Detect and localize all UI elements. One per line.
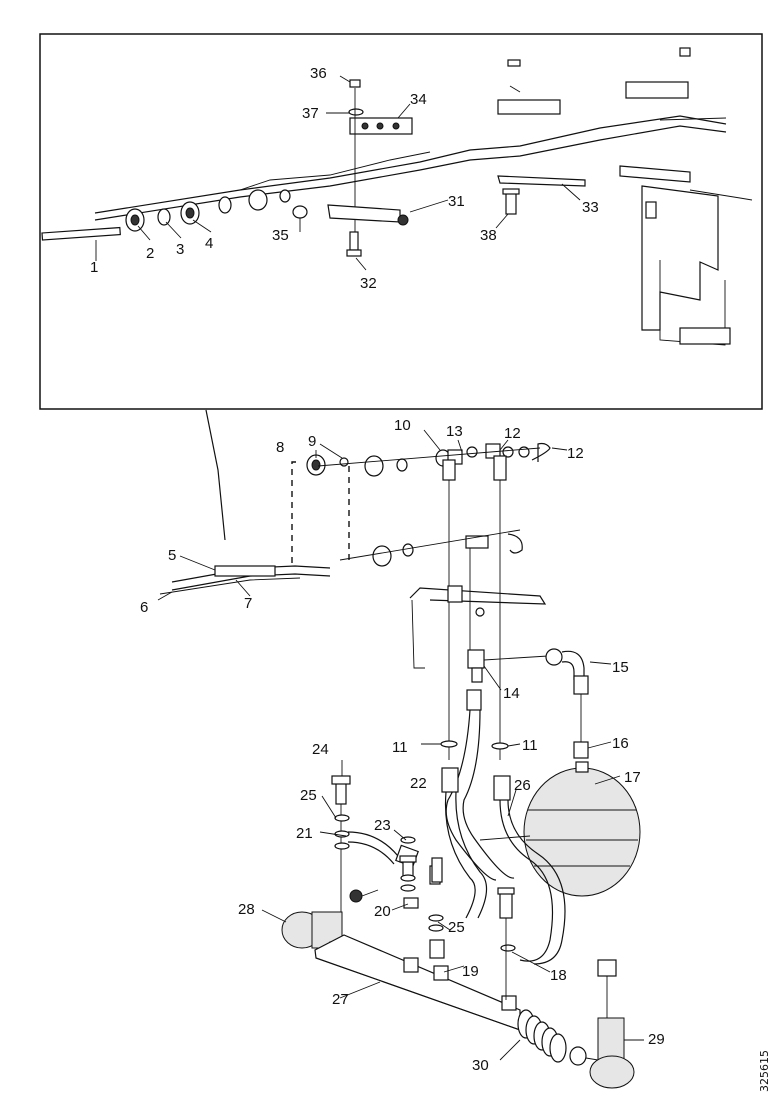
part-2-nut: [125, 208, 145, 232]
part-37-washer: [348, 108, 364, 116]
middle-fittings-row: [339, 529, 523, 567]
callout-14: 14: [503, 685, 520, 702]
part-24-bolt: [331, 775, 351, 930]
callout-28: 28: [238, 901, 255, 918]
upper-fittings-row: [306, 442, 551, 477]
callout-22: 22: [410, 775, 427, 792]
vertical-brake-lines: [442, 455, 507, 760]
callout-4: 4: [205, 235, 213, 252]
part-18-bolt: [497, 887, 515, 1000]
callout-3: 3: [176, 241, 184, 258]
callout-33: 33: [582, 199, 599, 216]
dashed-linkage: [291, 461, 296, 568]
part-25-washers: [334, 814, 516, 952]
part-1-shaft: [41, 226, 121, 241]
callout-23: 23: [374, 817, 391, 834]
callout-11b: 11: [522, 737, 538, 754]
part-32-bolt: [346, 231, 362, 257]
callout-24: 24: [312, 741, 329, 758]
part-30-bellows: [517, 1009, 587, 1066]
callout-38: 38: [480, 227, 497, 244]
callout-35: 35: [272, 227, 289, 244]
callout-8: 8: [276, 439, 284, 456]
frame-rail: [94, 115, 727, 221]
callout-1: 1: [90, 259, 98, 276]
part-15-elbow-pipe: [545, 648, 589, 742]
inset-leader-lines: [95, 75, 581, 271]
callout-15: 15: [612, 659, 629, 676]
callout-18: 18: [550, 967, 567, 984]
inset-pointer: [205, 409, 226, 541]
part-35-clip: [292, 204, 409, 226]
part-17-air-tank: [523, 761, 641, 897]
detail-inset-panel: 1 2 3 4 31 32 33 34 35 36 37 38: [39, 33, 763, 410]
callout-20: 20: [374, 903, 391, 920]
part-19-bolt: [431, 857, 443, 883]
callout-6: 6: [140, 599, 148, 616]
callout-26: 26: [514, 777, 531, 794]
part-14-tee-fitting: [467, 649, 549, 683]
callout-31: 31: [448, 193, 465, 210]
callout-25b: 25: [448, 919, 465, 936]
part-16-fitting: [573, 741, 589, 759]
brake-hoses: [441, 689, 566, 965]
callout-37: 37: [302, 105, 319, 122]
part-34-bracket: [349, 117, 413, 135]
callout-2: 2: [146, 245, 154, 262]
callout-16: 16: [612, 735, 629, 752]
callout-12b: 12: [567, 445, 584, 462]
mounting-frame: [619, 165, 753, 346]
callout-9: 9: [308, 433, 316, 450]
callout-27: 27: [332, 991, 349, 1008]
callout-5: 5: [168, 547, 176, 564]
part-27-axle-beam: [314, 934, 521, 1031]
callout-32: 32: [360, 275, 377, 292]
figure-reference-number: 325615: [758, 1050, 771, 1092]
part-4-nut: [180, 201, 200, 225]
callout-21: 21: [296, 825, 313, 842]
part-5-6-7-rail: [159, 565, 331, 595]
callout-11a: 11: [392, 739, 408, 756]
main-leader-lines: [157, 429, 644, 1061]
part-38-bolt: [502, 188, 520, 215]
part-11-washers: [440, 740, 509, 750]
callout-7: 7: [244, 595, 252, 612]
callout-29: 29: [648, 1031, 665, 1048]
callout-25a: 25: [300, 787, 317, 804]
callout-36: 36: [310, 65, 327, 82]
callout-30: 30: [472, 1057, 489, 1074]
mounting-plate: [409, 585, 547, 669]
callout-17: 17: [624, 769, 641, 786]
callout-34: 34: [410, 91, 427, 108]
callout-12a: 12: [504, 425, 521, 442]
callout-19: 19: [462, 963, 479, 980]
callout-13: 13: [446, 423, 463, 440]
main-assembly: 5 6 7 8 9 10 13 12 12 14 15 16 17 11 11 …: [140, 417, 665, 1089]
part-29-tie-rod-end: [585, 959, 635, 1089]
part-3-washer: [157, 208, 171, 226]
part-33-strip: [497, 175, 586, 187]
part-36-nut: [349, 79, 361, 88]
callout-10: 10: [394, 417, 411, 434]
upper-right-brackets: [497, 47, 691, 115]
